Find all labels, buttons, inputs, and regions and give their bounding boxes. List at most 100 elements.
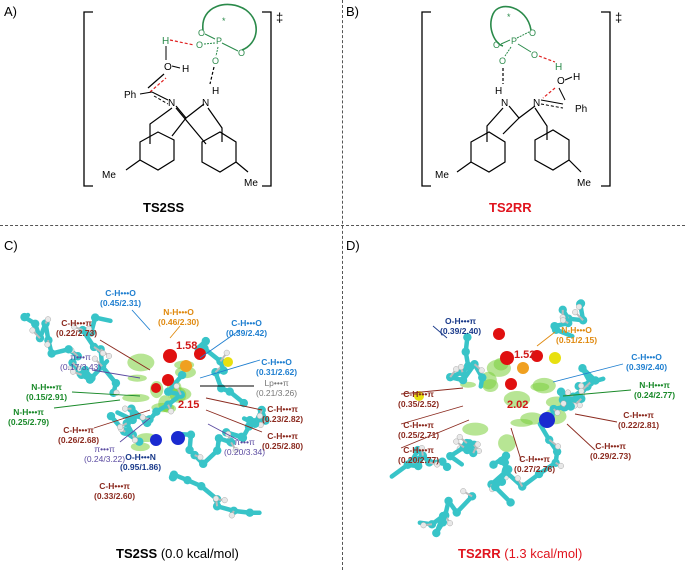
o-left: O xyxy=(196,40,203,50)
hydrogen-atom xyxy=(453,366,460,373)
hydrogen-atom xyxy=(99,350,106,357)
o-bottom: O xyxy=(212,56,219,66)
nci-surface xyxy=(122,393,150,403)
annotation-arrow xyxy=(53,399,121,409)
annotation-arrow xyxy=(566,423,596,451)
hydrogen-atom xyxy=(122,405,129,412)
h-acid: H xyxy=(162,36,169,47)
carbon-atom xyxy=(556,387,566,396)
panel-d-3d-model xyxy=(389,299,632,538)
h-hydroxyl: H xyxy=(573,72,580,83)
carbon-atom xyxy=(425,458,434,467)
oxygen-atom xyxy=(500,351,514,365)
annotation-7: C-H•••π(0.20/2.77) xyxy=(398,445,440,465)
panel-b-structure: ‡ * O O P O O H O H Ph H N N Me Me TS2RR xyxy=(421,5,622,215)
phosphorus: P xyxy=(511,36,517,46)
carbon-atom xyxy=(64,345,73,354)
carbon-atom xyxy=(534,469,544,479)
annotation-arrow xyxy=(205,397,263,411)
carbon-atom xyxy=(490,482,500,492)
hydrogen-atom xyxy=(228,512,235,519)
ts-dagger: ‡ xyxy=(276,10,283,25)
carbon-atom xyxy=(239,398,249,408)
annotation-arrow xyxy=(119,417,151,443)
hydrogen-atom xyxy=(560,400,567,407)
carbon-atom xyxy=(169,470,179,479)
carbon-atom xyxy=(501,467,510,476)
hydrogen-atom xyxy=(557,462,564,469)
phosphorus-atom xyxy=(517,362,529,374)
nci-surface xyxy=(498,434,516,452)
carbon-atom xyxy=(185,445,194,455)
carbon-atom xyxy=(250,419,260,428)
hydrogen-atom xyxy=(232,447,239,454)
carbon-atom xyxy=(403,460,412,470)
molecule-3d xyxy=(389,299,632,538)
hydrogen-atom xyxy=(221,497,228,504)
annotation-13: Lp•••π(0.21/3.26) xyxy=(256,378,298,398)
annotation-9: C-H•••π(0.22/2.81) xyxy=(618,410,660,430)
hydrogen-atom xyxy=(446,520,453,527)
o-right: O xyxy=(238,48,245,58)
annotation-11: C-H•••O(0.39/2.42) xyxy=(226,318,268,338)
hydrogen-atom xyxy=(85,325,92,332)
nci-surface xyxy=(532,377,556,394)
bracket-left xyxy=(421,11,431,187)
panel-d-label: D) xyxy=(346,238,360,253)
n-iminium: N xyxy=(168,98,175,109)
carbon-atom xyxy=(190,450,199,460)
oxygen-atom xyxy=(493,328,505,340)
annotation-6: N-H•••π(0.25/2.79) xyxy=(8,407,50,427)
o-top: O xyxy=(198,28,205,38)
carbon-atom xyxy=(438,511,448,521)
carbon-atom xyxy=(414,461,423,471)
panel-b-title: TS2RR xyxy=(489,200,532,215)
nci-surface xyxy=(462,422,489,436)
hydrogen-atom xyxy=(173,383,180,390)
annotation-arrow xyxy=(562,389,632,397)
o-right: O xyxy=(531,50,538,60)
nci-surface xyxy=(127,374,147,382)
nci-surface xyxy=(130,442,150,452)
hydrogen-atom xyxy=(460,488,467,495)
annotation-2: N-H•••O(0.46/2.30) xyxy=(158,307,200,327)
carbon-atom xyxy=(552,447,562,456)
carbon-atom xyxy=(90,313,100,322)
catalyst-ring xyxy=(202,3,257,51)
hydrogen-atom xyxy=(44,316,52,323)
phenyl-label: Ph xyxy=(575,104,587,115)
carbon-atom xyxy=(458,375,468,385)
chiral-star: * xyxy=(507,12,511,22)
carbon-atom xyxy=(418,451,428,460)
hydrogen-atom xyxy=(29,327,36,334)
annotation-arrow xyxy=(400,405,464,425)
hydrogen-atom xyxy=(434,461,441,468)
h-hydroxyl: H xyxy=(182,64,189,75)
annotation-arrow xyxy=(169,325,181,339)
distance-1: 1.58 xyxy=(176,340,198,352)
methyl-right: Me xyxy=(244,178,258,189)
hydrogen-atom xyxy=(560,317,567,324)
oxygen-atom xyxy=(531,350,543,362)
o-hemiaminal: O xyxy=(164,62,172,73)
sulfur-atom xyxy=(414,391,424,401)
carbon-atom xyxy=(78,325,87,335)
h-amine: H xyxy=(495,86,502,97)
hydrogen-atom xyxy=(474,441,481,448)
annotation-arrow xyxy=(205,409,263,433)
o-top: O xyxy=(529,28,536,38)
annotation-3: C-H•••O(0.39/2.40) xyxy=(626,352,668,372)
hydrogen-atom xyxy=(105,352,112,360)
annotation-arrow xyxy=(400,419,470,449)
carbon-atom xyxy=(152,407,161,416)
distance-2: 2.02 xyxy=(507,399,529,411)
oxygen-atom xyxy=(162,374,174,386)
carbon-atom xyxy=(225,387,234,396)
annotation-6: C-H•••π(0.25/2.71) xyxy=(398,420,440,440)
n-amine: N xyxy=(202,98,209,109)
molecule-3d xyxy=(20,309,270,519)
hydrogen-atom xyxy=(212,495,220,502)
hydrogen-atom xyxy=(478,367,485,374)
annotation-3: C-H•••π(0.22/2.73) xyxy=(56,318,98,338)
methyl-left: Me xyxy=(435,170,449,181)
